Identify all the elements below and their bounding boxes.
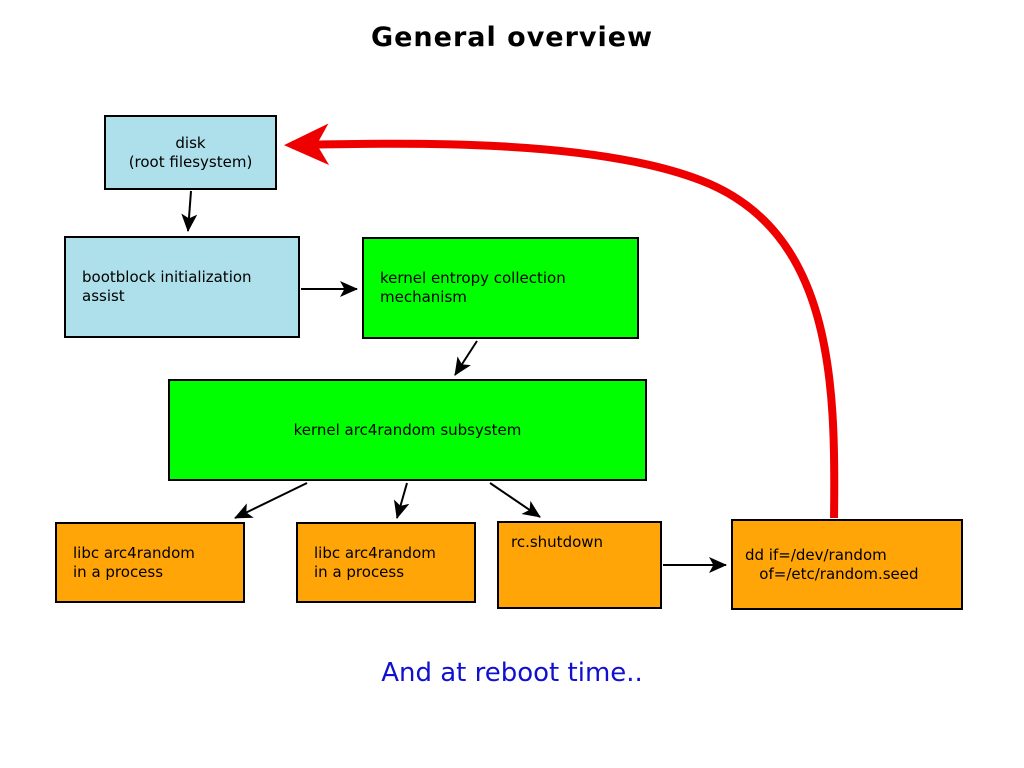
node-kernel-entropy-label: kernel entropy collection mechanism (380, 269, 566, 306)
node-kernel-entropy-collection-mechanism[interactable]: kernel entropy collection mechanism (362, 237, 639, 339)
node-disk[interactable]: disk (root filesystem) (104, 115, 277, 190)
node-kernel-arc4random-subsystem[interactable]: kernel arc4random subsystem (168, 379, 647, 481)
page-title: General overview (370, 22, 654, 53)
edge-arc4random-to-rc-shutdown (489, 482, 541, 518)
edge-arc4random-to-libc-2 (393, 482, 410, 519)
edge-arc4random-to-libc-1 (234, 482, 308, 519)
node-libc-arc4random-2-label: libc arc4random in a process (314, 543, 436, 581)
node-disk-label: disk (root filesystem) (128, 133, 253, 171)
reboot-time-caption: And at reboot time.. (381, 658, 643, 688)
node-libc-arc4random-process-2[interactable]: libc arc4random in a process (296, 522, 476, 603)
node-libc-arc4random-process-1[interactable]: libc arc4random in a process (55, 522, 245, 603)
node-bootblock-initialization-assist[interactable]: bootblock initialization assist (64, 236, 300, 338)
node-kernel-arc4random-label: kernel arc4random subsystem (293, 420, 522, 439)
node-rc-shutdown-label: rc.shutdown (511, 533, 604, 551)
edge-kernel-entropy-to-arc4random (454, 340, 478, 376)
node-dd-command-label: dd if=/dev/random of=/etc/random.seed (745, 545, 919, 583)
node-libc-arc4random-1-label: libc arc4random in a process (73, 543, 195, 581)
node-bootblock-label: bootblock initialization assist (82, 268, 252, 305)
node-rc-shutdown[interactable]: rc.shutdown (497, 521, 662, 609)
node-dd-random-seed-command[interactable]: dd if=/dev/random of=/etc/random.seed (731, 519, 963, 610)
edge-disk-to-bootblock (181, 190, 198, 232)
